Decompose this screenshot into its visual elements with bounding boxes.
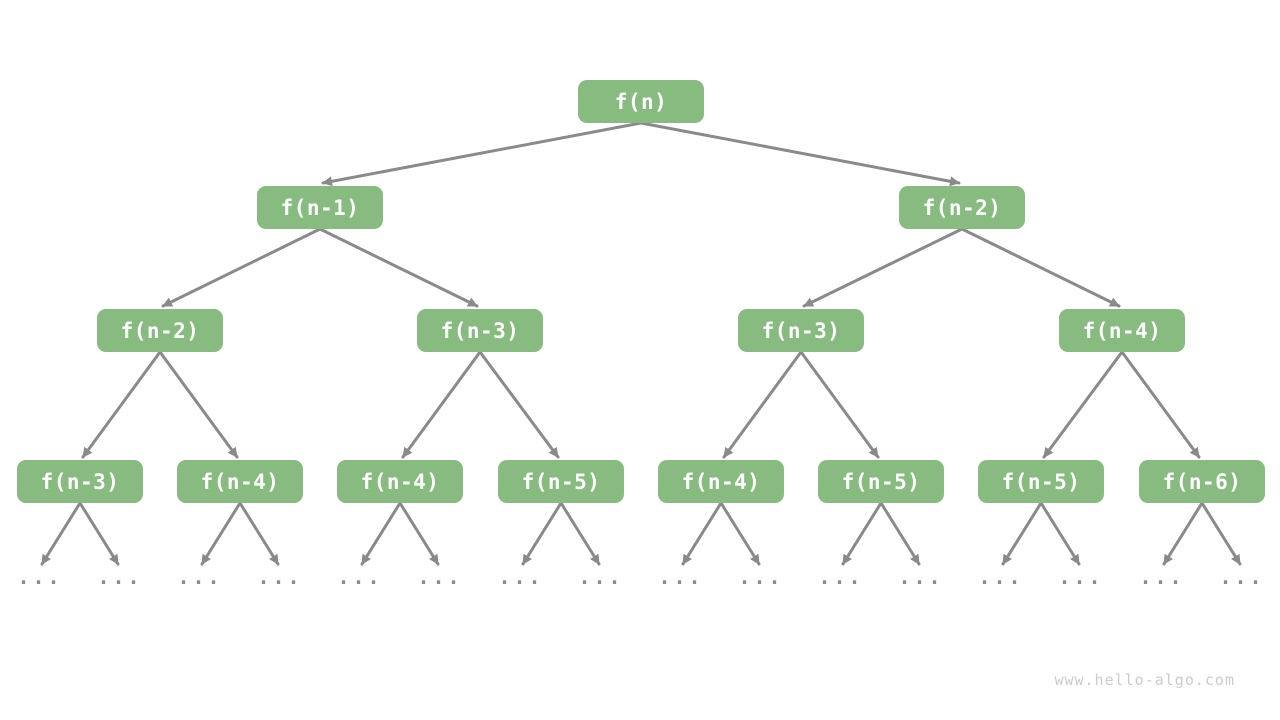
ellipsis-leaf: ... [17, 565, 63, 589]
ellipsis-leaf: ... [578, 565, 624, 589]
ellipsis-leaf: ... [177, 565, 223, 589]
edge [960, 227, 1121, 308]
tree-node: f(n-5) [978, 460, 1104, 503]
site-watermark: www.hello-algo.com [1054, 671, 1235, 689]
tree-node: f(n-5) [818, 460, 944, 503]
edge [1162, 501, 1204, 566]
tree-node: f(n-3) [738, 309, 864, 352]
ellipsis-leaf: ... [1139, 565, 1185, 589]
tree-node: f(n-4) [658, 460, 784, 503]
edge [478, 350, 560, 459]
ellipsis-leaf: ... [1219, 565, 1265, 589]
edge [200, 501, 242, 566]
tree-node: f(n-5) [498, 460, 624, 503]
edge [1200, 501, 1242, 566]
edge [40, 501, 82, 566]
edge [1039, 501, 1081, 566]
ellipsis-leaf: ... [978, 565, 1024, 589]
edge [78, 501, 120, 566]
tree-node: f(n-2) [899, 186, 1025, 229]
edge [841, 501, 883, 566]
edge [398, 501, 440, 566]
edge [360, 501, 402, 566]
tree-node: f(n-3) [17, 460, 143, 503]
tree-node: f(n-4) [177, 460, 303, 503]
edge [802, 227, 964, 308]
edge [639, 121, 961, 187]
tree-node: f(n-4) [337, 460, 463, 503]
edge [879, 501, 921, 566]
ellipsis-leaf: ... [257, 565, 303, 589]
edge [559, 501, 601, 566]
tree-node: f(n-3) [417, 309, 543, 352]
ellipsis-leaf: ... [1058, 565, 1104, 589]
tree-node: f(n-2) [97, 309, 223, 352]
tree-node: f(n) [578, 80, 704, 123]
edge [1042, 350, 1124, 459]
edge [161, 227, 322, 308]
edge [681, 501, 723, 566]
ellipsis-leaf: ... [898, 565, 944, 589]
tree-node: f(n-6) [1139, 460, 1265, 503]
edge [1120, 350, 1201, 459]
ellipsis-leaf: ... [738, 565, 784, 589]
edge [521, 501, 563, 566]
ellipsis-leaf: ... [658, 565, 704, 589]
edge [238, 501, 280, 566]
ellipsis-leaf: ... [498, 565, 544, 589]
edge [799, 350, 880, 459]
ellipsis-leaf: ... [417, 565, 463, 589]
edge [81, 350, 162, 459]
edge [1001, 501, 1043, 566]
tree-node: f(n-1) [257, 186, 383, 229]
edge [722, 350, 803, 459]
ellipsis-leaf: ... [97, 565, 143, 589]
edge [158, 350, 239, 459]
tree-node: f(n-4) [1059, 309, 1185, 352]
ellipsis-leaf: ... [818, 565, 864, 589]
edge [719, 501, 761, 566]
edge [321, 121, 643, 187]
edge [318, 227, 479, 308]
ellipsis-leaf: ... [337, 565, 383, 589]
edge [401, 350, 482, 459]
